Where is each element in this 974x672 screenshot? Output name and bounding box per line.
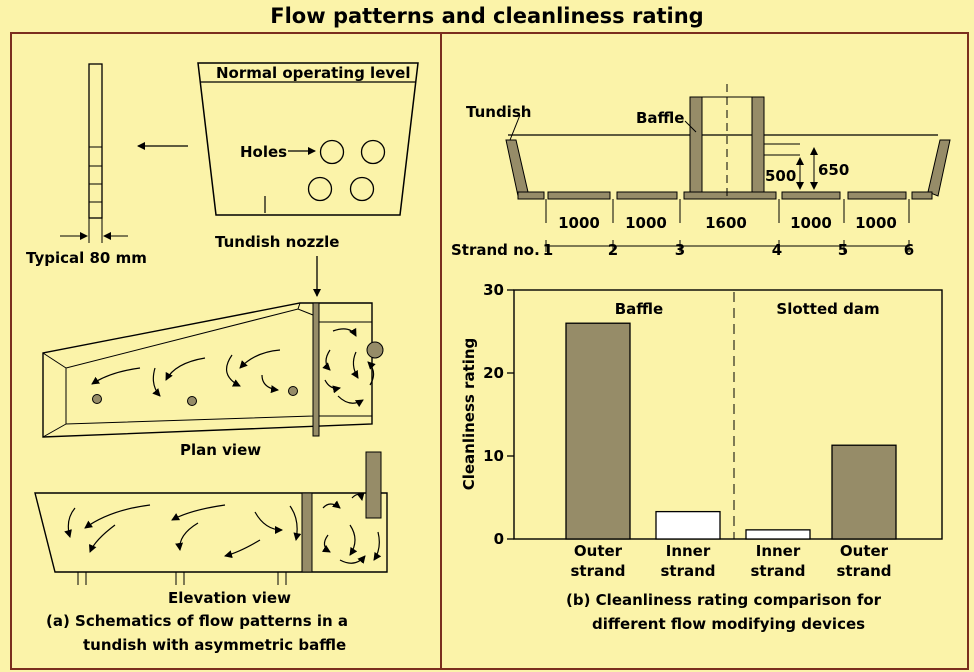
- segment-length: 1000: [790, 214, 832, 232]
- strand-number: 6: [904, 241, 914, 259]
- left-caption-line2: tundish with asymmetric baffle: [83, 636, 346, 654]
- bar-category-label: strand: [660, 562, 715, 580]
- right-caption-line1: (b) Cleanliness rating comparison for: [566, 591, 882, 609]
- strand-number: 1: [543, 241, 553, 259]
- plan-view-label: Plan view: [180, 441, 261, 459]
- segment-length: 1000: [625, 214, 667, 232]
- tundish-label: Tundish: [466, 103, 531, 121]
- group-label: Slotted dam: [776, 300, 879, 318]
- y-tick-label: 30: [483, 281, 504, 299]
- hole: [307, 176, 333, 202]
- segment-length: 1600: [705, 214, 747, 232]
- holes-label: Holes: [240, 143, 287, 161]
- dim-650-label: 650: [818, 161, 849, 179]
- tundish-section-drawing: [505, 84, 951, 252]
- right-caption-line2: different flow modifying devices: [592, 615, 865, 633]
- hole: [319, 139, 345, 165]
- y-axis-label: Cleanliness rating: [460, 338, 478, 491]
- page-title: Flow patterns and cleanliness rating: [270, 4, 704, 28]
- baffle-side-section: [60, 63, 128, 243]
- hole: [349, 176, 375, 202]
- hole: [360, 139, 386, 165]
- plan-view-drawing: [42, 302, 384, 438]
- strand-number: 4: [772, 241, 782, 259]
- left-caption-line1: (a) Schematics of flow patterns in a: [46, 612, 348, 630]
- bar: [655, 510, 721, 540]
- strand-number: 5: [838, 241, 848, 259]
- bar-category-label: Outer: [840, 542, 889, 560]
- strand-label: Strand no.: [451, 241, 540, 259]
- bar-category-label: strand: [570, 562, 625, 580]
- y-tick-label: 20: [483, 364, 504, 382]
- segment-length: 1000: [558, 214, 600, 232]
- bar-category-label: strand: [750, 562, 805, 580]
- bar-category-label: strand: [836, 562, 891, 580]
- bar: [745, 529, 811, 540]
- cleanliness-chart: Baffle Slotted dam Cleanliness rating 0 1…: [460, 281, 943, 580]
- bar-category-label: Outer: [574, 542, 623, 560]
- elevation-view-drawing: [34, 451, 388, 585]
- dim-500-label: 500: [765, 167, 796, 185]
- normal-operating-level-label: Normal operating level: [216, 64, 410, 82]
- bar: [565, 322, 631, 540]
- segment-length: 1000: [855, 214, 897, 232]
- y-tick-label: 0: [494, 530, 504, 548]
- strand-number: 2: [608, 241, 618, 259]
- y-tick-label: 10: [483, 447, 504, 465]
- baffle-front-view: [197, 62, 419, 216]
- group-label: Baffle: [615, 300, 663, 318]
- right-panel-border: [440, 32, 969, 670]
- elevation-view-label: Elevation view: [168, 589, 291, 607]
- bar: [831, 444, 897, 540]
- plot-frame: [513, 289, 943, 540]
- bar-category-label: Inner: [756, 542, 801, 560]
- typical-width-label: Typical 80 mm: [26, 249, 147, 267]
- strand-number: 3: [675, 241, 685, 259]
- tundish-nozzle-label: Tundish nozzle: [215, 233, 339, 251]
- baffle-label: Baffle: [636, 109, 684, 127]
- bar-category-label: Inner: [666, 542, 711, 560]
